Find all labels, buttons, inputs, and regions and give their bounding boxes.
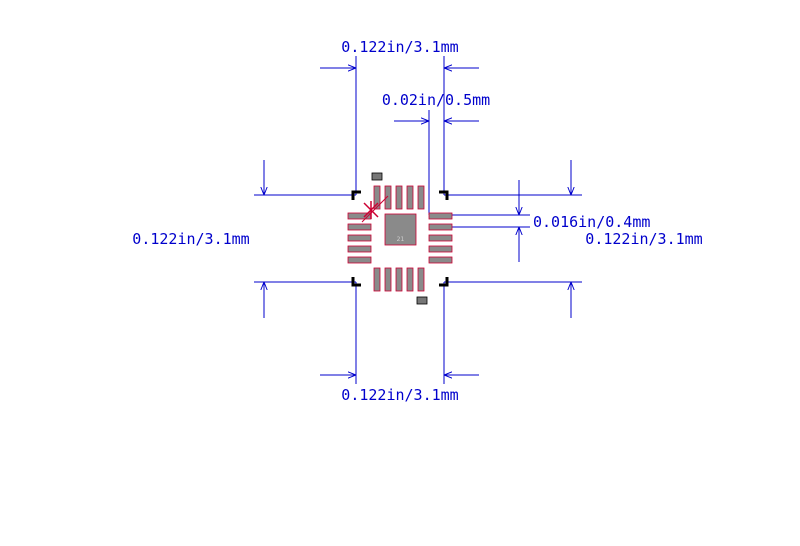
package-outline: 21 bbox=[347, 172, 453, 305]
pad bbox=[417, 267, 425, 292]
pad bbox=[347, 256, 372, 264]
pad bbox=[384, 267, 392, 292]
dimension-pitch bbox=[394, 110, 479, 215]
pad bbox=[347, 234, 372, 242]
dimension-top-width bbox=[320, 56, 479, 195]
pitch-label: 0.02in/0.5mm bbox=[382, 91, 490, 109]
pad bbox=[428, 256, 453, 264]
pad bbox=[428, 223, 453, 231]
center-pad-number: 21 bbox=[397, 236, 405, 243]
pad bbox=[406, 267, 414, 292]
pad bbox=[428, 245, 453, 253]
pad bbox=[406, 185, 414, 210]
dimension-right-height bbox=[444, 160, 582, 318]
left-height-label: 0.122in/3.1mm bbox=[132, 230, 249, 248]
orientation-mark-top bbox=[371, 172, 383, 181]
pad bbox=[428, 234, 453, 242]
pads-right bbox=[428, 212, 453, 264]
right-height-label: 0.122in/3.1mm bbox=[585, 230, 702, 248]
pad bbox=[395, 185, 403, 210]
top-width-label: 0.122in/3.1mm bbox=[341, 38, 458, 56]
pad bbox=[347, 223, 372, 231]
pad-width-label: 0.016in/0.4mm bbox=[533, 213, 650, 231]
silkscreen-corners bbox=[351, 190, 449, 287]
dimension-pad-width bbox=[444, 180, 530, 262]
orientation-mark-bottom bbox=[416, 296, 428, 305]
pads-bottom bbox=[373, 267, 425, 292]
pad bbox=[347, 245, 372, 253]
pad bbox=[395, 267, 403, 292]
pad bbox=[417, 185, 425, 210]
dimension-bottom-width bbox=[320, 282, 479, 384]
pad bbox=[373, 267, 381, 292]
pads-left bbox=[347, 212, 372, 264]
bottom-width-label: 0.122in/3.1mm bbox=[341, 386, 458, 404]
pads-top bbox=[373, 185, 425, 210]
pad bbox=[384, 185, 392, 210]
pad bbox=[373, 185, 381, 210]
pin1-marker-icon bbox=[361, 195, 389, 223]
center-pad bbox=[384, 213, 417, 246]
pad bbox=[428, 212, 453, 220]
dimension-left-height bbox=[254, 160, 356, 318]
